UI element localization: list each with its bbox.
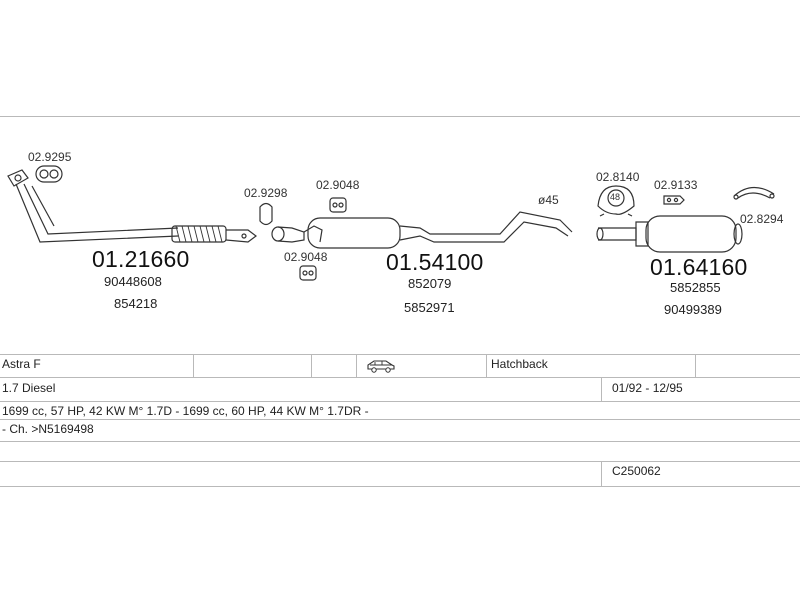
clamp-part-label: 02.9298 [244,186,288,200]
gasket-part-label: 02.9295 [28,150,72,164]
front-part-number: 01.21660 [92,246,190,272]
clamp-02-9298-shape [259,202,273,226]
mount-top-shape [329,197,347,213]
col-divider-7 [601,461,602,486]
mount-02-9133-shape [663,195,685,205]
table-line-5 [0,441,800,442]
middle-silencer-shape [271,211,573,249]
col-divider-6 [601,377,602,401]
strap-02-8294-shape [733,186,775,200]
col-divider-1 [193,354,194,377]
pipe-diameter-label: ø45 [538,193,559,207]
col-divider-4 [486,354,487,377]
flex-section-shape [171,225,257,243]
col-divider-5 [695,354,696,377]
vehicle-body-type: Hatchback [491,357,548,371]
car-hatchback-icon [366,358,396,377]
strap-part-label: 02.8294 [740,212,784,226]
middle-part-number: 01.54100 [386,249,484,275]
top-divider [0,116,800,117]
rear-part-number: 01.64160 [650,254,748,280]
mount-top-part-label: 02.9048 [316,178,360,192]
mount-bottom-shape [299,265,317,281]
table-line-2 [0,377,800,378]
col-divider-3 [356,354,357,377]
vehicle-details: 1699 cc, 57 HP, 42 KW M° 1.7D - 1699 cc,… [2,404,369,418]
catalog-code: C250062 [612,464,661,478]
mount-part-label: 02.9133 [654,178,698,192]
rear-oem-number-1: 5852855 [670,280,721,295]
vehicle-chassis: - Ch. >N5169498 [2,422,94,436]
table-line-3 [0,401,800,402]
gasket-02-9295-shape [35,165,63,183]
col-divider-2 [311,354,312,377]
table-line-7 [0,486,800,487]
table-line-6 [0,461,800,462]
ring-size-label: 48 [610,192,621,202]
front-oem-number-2: 854218 [114,296,158,311]
rear-silencer-shape [596,215,743,253]
ring-part-label: 02.8140 [596,170,640,184]
table-line-4 [0,419,800,420]
vehicle-model: Astra F [2,357,41,371]
front-oem-number-1: 90448608 [104,274,162,289]
rear-oem-number-2: 90499389 [664,302,722,317]
front-flange-shape [7,169,29,187]
front-pipe-shape [15,183,179,243]
vehicle-years: 01/92 - 12/95 [612,381,683,395]
middle-oem-number-2: 5852971 [404,300,455,315]
vehicle-engine: 1.7 Diesel [2,381,56,395]
middle-oem-number-1: 852079 [408,276,452,291]
ring-02-8140-shape [597,185,635,217]
mount-bottom-part-label: 02.9048 [284,250,328,264]
table-line-1 [0,354,800,355]
exhaust-drawing [7,165,775,281]
